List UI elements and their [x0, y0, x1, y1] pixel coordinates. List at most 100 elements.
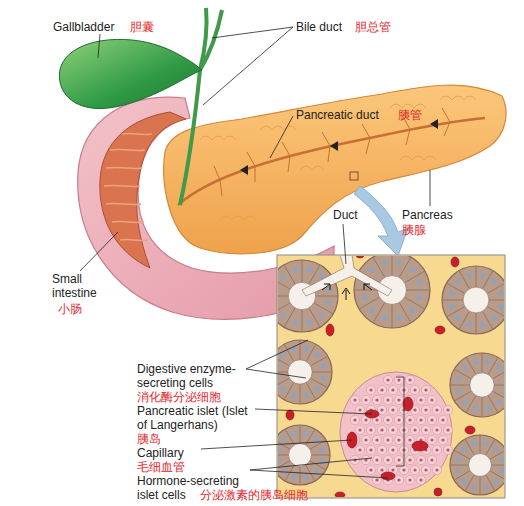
cell-wall [405, 271, 425, 283]
cell-wall [482, 353, 483, 373]
islet-cell [383, 375, 392, 384]
gallbladder [59, 39, 202, 108]
islet-nucleus [408, 418, 411, 421]
flow-arrows [240, 119, 438, 175]
cell-nucleus [281, 436, 286, 441]
islet-cell [377, 385, 386, 394]
islet-nucleus [435, 428, 438, 431]
islet-nucleus [386, 438, 389, 441]
islet-nucleus [386, 398, 389, 401]
part-label: Pancreatic duct [296, 108, 379, 122]
cell-wall [300, 466, 301, 485]
cell-nucleus [491, 315, 496, 320]
cell-wall [302, 310, 303, 332]
cell-nucleus [461, 478, 466, 483]
islet-nucleus [386, 378, 389, 381]
cell-nucleus [417, 280, 422, 285]
islet-nucleus [424, 388, 427, 391]
cell-wall [284, 383, 294, 400]
lumen [469, 454, 492, 477]
islet-nucleus [435, 468, 438, 471]
islet-cell [443, 445, 452, 454]
islet-cell [361, 395, 370, 404]
cell-wall [454, 369, 471, 379]
islet-nucleus [419, 398, 422, 401]
cell-wall [300, 425, 301, 444]
islet-cell [388, 425, 397, 434]
acinus [278, 260, 338, 332]
acinus [354, 256, 430, 328]
cell-nucleus [278, 363, 279, 368]
islet-cell [383, 455, 392, 464]
cell-nucleus [292, 319, 297, 324]
cell-wall [459, 311, 470, 329]
cell-nucleus [455, 315, 460, 320]
acinus [442, 266, 504, 334]
capillary [335, 492, 345, 497]
islet-nucleus [397, 398, 400, 401]
pancreatic-islet [340, 372, 452, 492]
acinus [278, 340, 332, 404]
cell-wall [465, 475, 474, 491]
islet-cell [394, 475, 403, 484]
part-label-zh: 胆总管 [355, 20, 391, 34]
part-label: Pancreas [402, 208, 453, 222]
islet-cell [394, 395, 403, 404]
cell-wall [354, 290, 378, 291]
islet-nucleus [375, 438, 378, 441]
islet-nucleus [402, 468, 405, 471]
magnify-arrow [354, 186, 408, 256]
islet-cell [443, 425, 452, 434]
cell-nucleus [473, 359, 478, 364]
islet-nucleus [364, 398, 367, 401]
islet-nucleus [397, 378, 400, 381]
capillary [435, 326, 445, 334]
cell-nucleus [304, 346, 309, 351]
cell-wall [373, 257, 385, 277]
cell-nucleus [499, 468, 504, 473]
islet-nucleus [446, 408, 449, 411]
cell-nucleus [281, 468, 286, 473]
duct-branches [214, 108, 450, 196]
cell-nucleus [304, 393, 309, 398]
cell-nucleus [483, 484, 488, 489]
cell-nucleus [472, 484, 477, 489]
islet-cell [399, 465, 408, 474]
part-label: Digestive enzyme-secreting cells [137, 362, 245, 390]
islet-nucleus [364, 438, 367, 441]
cell-nucleus [417, 295, 422, 300]
islet-cell [394, 415, 403, 424]
cell-nucleus [480, 273, 485, 278]
islet-nucleus [386, 418, 389, 421]
cell-nucleus [278, 376, 279, 381]
islet-cell [427, 415, 436, 424]
islet-nucleus [413, 408, 416, 411]
cell-nucleus [303, 431, 308, 436]
cell-nucleus [498, 291, 503, 296]
cell-nucleus [369, 308, 374, 313]
islet-cell [361, 435, 370, 444]
acinus [278, 425, 330, 485]
cell-nucleus [369, 267, 374, 272]
cell-nucleus [280, 352, 285, 357]
cell-nucleus [410, 308, 415, 313]
cell-nucleus [462, 365, 467, 370]
cell-nucleus [313, 436, 318, 441]
cell-wall [306, 344, 316, 361]
cell-nucleus [493, 478, 498, 483]
cell-wall [482, 271, 493, 289]
cell-wall [493, 369, 504, 379]
islet-cell [427, 395, 436, 404]
islet-nucleus [369, 448, 372, 451]
islet-nucleus [430, 398, 433, 401]
part-label-zh: 胰管 [398, 108, 422, 122]
cell-wall [487, 306, 504, 317]
islet-cell [416, 455, 425, 464]
cell-wall [302, 260, 303, 282]
islet-cell [421, 385, 430, 394]
islet-cell [432, 445, 441, 454]
cell-nucleus [314, 386, 319, 391]
cell-nucleus [467, 273, 472, 278]
cell-nucleus [303, 474, 308, 479]
cell-wall [311, 378, 328, 388]
